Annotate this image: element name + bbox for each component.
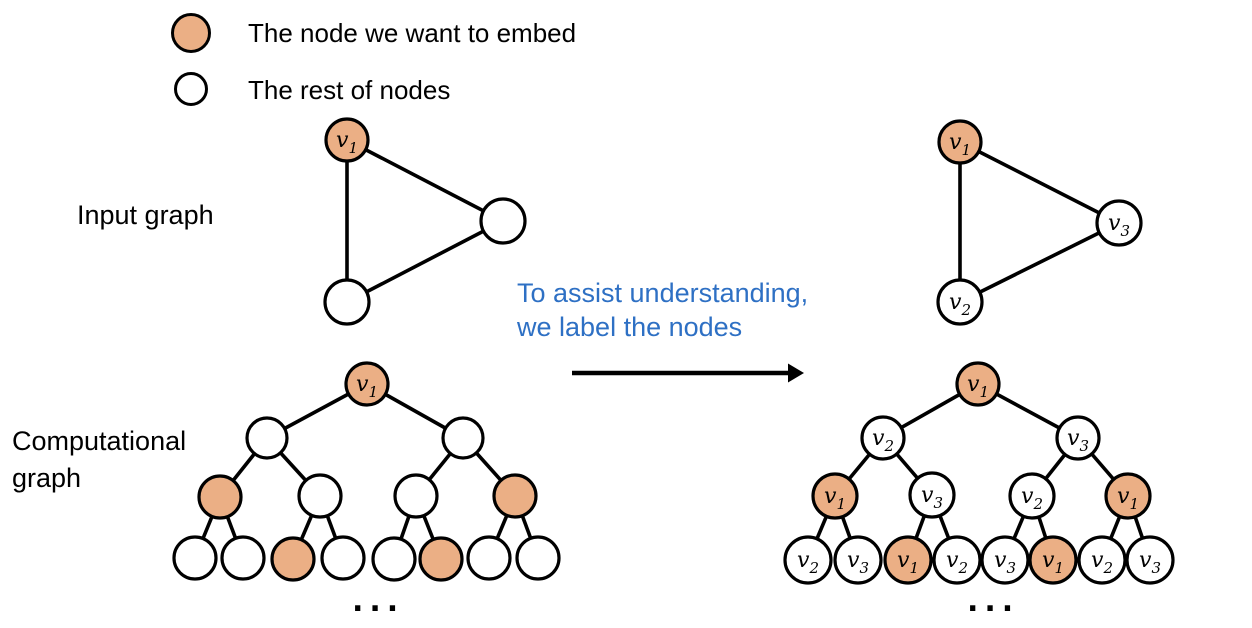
input-labeled-graph: v1 v2 v3: [936, 119, 1143, 326]
graph-edge: [959, 140, 1120, 225]
node-label: v3: [1139, 548, 1161, 577]
plain-node: [908, 471, 956, 519]
computational-graph-label-line2: graph: [12, 463, 82, 493]
node-label: v3: [1067, 426, 1089, 455]
computational-graph-label-line1: Computational: [12, 426, 187, 456]
embed-node-legend-icon: [171, 13, 211, 53]
plain-node: [932, 535, 982, 585]
embed-node: [1028, 535, 1078, 585]
plain-node: [393, 473, 439, 519]
plain-node: [371, 536, 417, 582]
node-label: v2: [872, 426, 894, 455]
plain-node: [860, 415, 906, 461]
embed-node: [492, 473, 538, 519]
input-graph-label: Input graph: [77, 200, 214, 230]
annotation-text: To assist understanding, we label the no…: [517, 276, 808, 344]
graph-edge: [346, 219, 504, 304]
node-label: v2: [949, 290, 971, 319]
node-label: v2: [1021, 484, 1043, 513]
embed-node: [324, 117, 370, 163]
graph-edge: [959, 221, 1120, 304]
plain-node: [515, 535, 561, 581]
plain-node: [1055, 415, 1101, 461]
legend-label-embed: The node we want to embed: [248, 18, 577, 48]
plain-node: [245, 416, 289, 460]
plain-node-legend-icon: [174, 72, 208, 106]
node-label: v1: [356, 372, 378, 401]
embed-node: [418, 536, 464, 582]
ellipsis-right: ...: [967, 584, 1020, 619]
plain-node: [1125, 535, 1175, 585]
node-label: v3: [847, 548, 869, 577]
plain-node: [466, 535, 512, 581]
graph-edge: [346, 138, 504, 223]
plain-node: [783, 535, 833, 585]
plain-node: [1008, 472, 1056, 520]
embed-node: [197, 474, 243, 520]
plain-node: [980, 535, 1030, 585]
node-label: v2: [946, 548, 968, 577]
node-label: v3: [921, 483, 943, 512]
annotation-line1: To assist understanding,: [517, 278, 809, 308]
node-label: v1: [967, 372, 989, 401]
node-label: v3: [994, 548, 1016, 577]
plain-node: [220, 535, 266, 581]
node-label: v2: [797, 548, 819, 577]
embed-node: [955, 361, 1001, 407]
transform-arrow: [572, 363, 804, 383]
node-label: v1: [949, 130, 971, 159]
node-label: v1: [336, 128, 358, 157]
node-label: v2: [1091, 548, 1113, 577]
input-unlabeled-graph: v1: [323, 117, 527, 326]
ellipsis-left: ...: [352, 584, 405, 619]
embed-node: [937, 119, 983, 165]
embed-node: [883, 535, 933, 585]
embed-node: [270, 536, 316, 582]
comp-labeled-graph: v1 v2 v3 v1 v3 v2 v1 v2 v3 v1 v2 v3 v1 v2 v3: [783, 361, 1175, 585]
embed-node: [811, 472, 859, 520]
comp-unlabeled-graph: v1: [172, 361, 561, 582]
node-label: v1: [1042, 548, 1064, 577]
node-label: v1: [897, 548, 919, 577]
computational-graph-label: Computational graph: [12, 423, 186, 497]
plain-node: [936, 278, 984, 326]
plain-node: [479, 197, 527, 245]
node-label: v1: [1117, 484, 1139, 513]
plain-node: [441, 416, 485, 460]
plain-node: [1095, 199, 1143, 247]
plain-node: [297, 473, 343, 519]
legend-label-rest: The rest of nodes: [248, 75, 451, 105]
plain-node: [323, 278, 371, 326]
plain-node: [172, 535, 218, 581]
plain-node: [1077, 535, 1127, 585]
node-label: v1: [824, 484, 846, 513]
node-label: v3: [1108, 211, 1130, 240]
arrow-head-icon: [788, 363, 804, 383]
plain-node: [833, 535, 883, 585]
embed-node: [344, 361, 390, 407]
embed-node: [1104, 472, 1152, 520]
annotation-line2: we label the nodes: [517, 312, 743, 342]
plain-node: [320, 535, 366, 581]
